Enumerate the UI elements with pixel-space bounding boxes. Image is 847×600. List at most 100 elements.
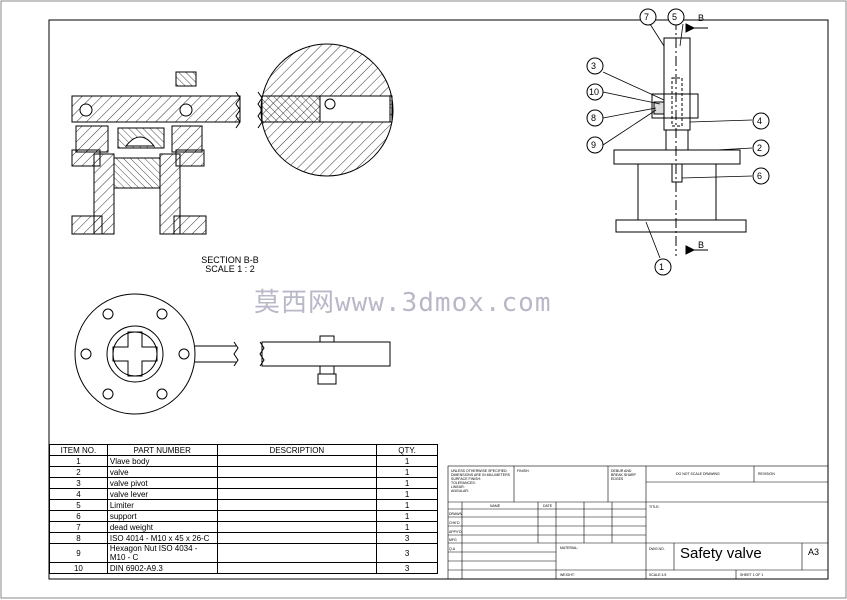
section-title: SECTION B-B: [201, 255, 259, 265]
role-mfg: MFG: [449, 538, 457, 542]
callout-1: [654, 258, 672, 276]
bom-qty: 1: [376, 455, 438, 467]
bom-qty: 3: [376, 562, 438, 574]
bom-part: Limiter: [106, 499, 218, 511]
role-qa: Q.A: [449, 547, 456, 551]
elevation-view: [613, 20, 747, 256]
bom-desc: [216, 510, 378, 522]
callout-9: [586, 136, 604, 154]
bom-part: valve pivot: [106, 477, 218, 489]
bom-part: Vlave body: [106, 455, 218, 467]
bom-part: valve: [106, 466, 218, 478]
role-checked: CHK'D: [449, 521, 460, 525]
detail-view: [257, 43, 394, 177]
bom-qty: 1: [376, 499, 438, 511]
bom-desc: [216, 521, 378, 533]
bom-part: Hexagon Nut ISO 4034 - M10 - C: [106, 543, 218, 563]
bom-header-row: ITEM NO. PART NUMBER DESCRIPTION QTY.: [49, 444, 438, 456]
top-view: [74, 293, 391, 415]
callout-8: [586, 109, 604, 127]
bom-desc: [216, 532, 378, 544]
watermark-text: 莫西网www.3dmox.com: [254, 288, 552, 318]
callout-number-2: 2: [757, 143, 763, 153]
bom-part: valve lever: [106, 488, 218, 500]
callout-number-9: 9: [591, 140, 597, 150]
callout-10: [586, 83, 604, 101]
callout-5: [667, 8, 685, 26]
bom-qty: 3: [376, 532, 438, 544]
title-label: TITLE:: [649, 505, 660, 509]
bom-part: ISO 4014 - M10 x 45 x 26-C: [106, 532, 218, 544]
bom-item: 3: [49, 477, 108, 489]
section-mark-top: B: [698, 13, 705, 23]
dwg-no-label: DWG NO.: [649, 547, 665, 551]
section-view: [71, 71, 241, 235]
title-block-grid: [447, 465, 829, 580]
section-caption: SECTION B-B SCALE 1 : 2: [180, 256, 280, 274]
bom-header-desc: DESCRIPTION: [216, 444, 378, 456]
date-column: DATE: [543, 504, 553, 508]
bom-item: 9: [49, 543, 108, 563]
finish-label: FINISH:: [517, 469, 530, 473]
callout-number-10: 10: [589, 87, 600, 97]
callout-number-8: 8: [591, 113, 597, 123]
bom-desc: [216, 488, 378, 500]
bom-part: DIN 6902-A9.3: [106, 562, 218, 574]
bom-header-part: PART NUMBER: [106, 444, 218, 456]
bom-desc: [216, 477, 378, 489]
leader-lines: [602, 23, 753, 259]
callout-2: [752, 139, 770, 157]
inner-border: [48, 19, 829, 580]
callouts: [586, 8, 770, 276]
callout-number-3: 3: [591, 61, 597, 71]
section-scale: SCALE 1 : 2: [205, 264, 255, 274]
bom-qty: 1: [376, 488, 438, 500]
bom-qty: 3: [376, 543, 438, 563]
callout-number-7: 7: [644, 12, 650, 22]
note-line: TOLERANCES:: [451, 481, 476, 485]
sheet-label: SHEET 1 OF 1: [740, 573, 764, 577]
note-line: LINEAR:: [451, 485, 465, 489]
note-line: DIMENSIONS ARE IN MILLIMETERS: [451, 473, 510, 477]
bom-header-item: ITEM NO.: [49, 444, 108, 456]
bom-item: 4: [49, 488, 108, 500]
scale-label: SCALE:1:5: [649, 573, 667, 577]
role-drawn: DRAWN: [449, 512, 463, 516]
bom-qty: 1: [376, 466, 438, 478]
do-not-scale: DO NOT SCALE DRAWING: [676, 472, 720, 476]
drawing-title: Safety valve: [680, 545, 762, 562]
callout-3: [586, 57, 604, 75]
bom-desc: [216, 543, 378, 563]
bom-qty: 1: [376, 477, 438, 489]
callout-7: [639, 8, 657, 26]
callout-4: [752, 112, 770, 130]
note-line: SURFACE FINISH:: [451, 477, 481, 481]
bom-desc: [216, 466, 378, 478]
note-line: UNLESS OTHERWISE SPECIFIED:: [451, 469, 508, 473]
bom-part: support: [106, 510, 218, 522]
note-line: ANGULAR:: [451, 489, 469, 493]
bom-qty: 1: [376, 510, 438, 522]
name-column: NAME: [490, 504, 501, 508]
revision-label: REVISION: [758, 472, 775, 476]
bom-item: 6: [49, 510, 108, 522]
bom-desc: [216, 455, 378, 467]
sheet-size: A3: [808, 547, 820, 557]
bom-part: dead weight: [106, 521, 218, 533]
bom-item: 10: [49, 562, 108, 574]
bom-desc: [216, 499, 378, 511]
bom-item: 7: [49, 521, 108, 533]
bom-item: 8: [49, 532, 108, 544]
callout-number-6: 6: [757, 171, 763, 181]
bom-item: 1: [49, 455, 108, 467]
